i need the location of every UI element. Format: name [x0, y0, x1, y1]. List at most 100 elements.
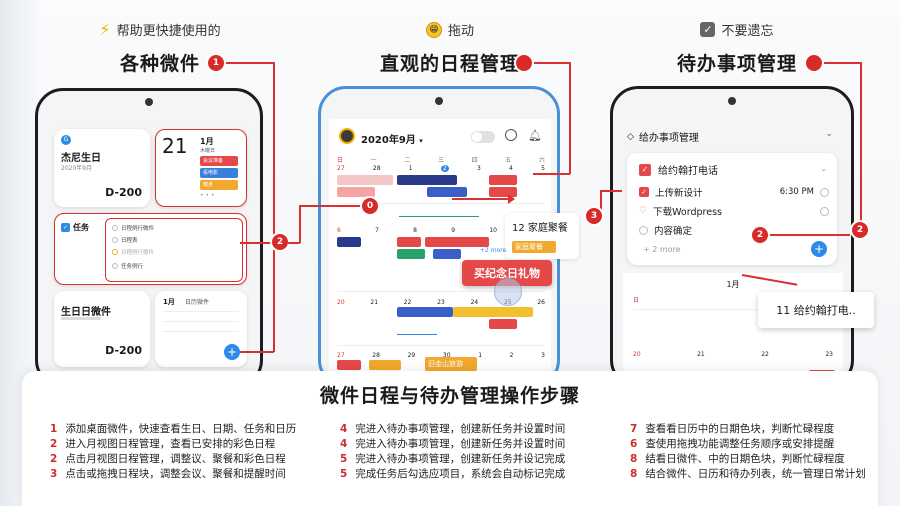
day-cell[interactable]: 27	[337, 352, 345, 359]
day-cell[interactable]: 22	[761, 351, 769, 358]
day-cell[interactable]: 21	[697, 351, 705, 358]
event-bar[interactable]	[397, 175, 457, 185]
day-cell[interactable]: 20	[633, 351, 641, 358]
divider	[163, 321, 239, 322]
todo-item[interactable]: ✓ 上传新设计 6:30 PM	[639, 185, 829, 199]
event-bar[interactable]	[397, 237, 421, 247]
todo-item[interactable]: ♡ 下载Wordpress	[639, 204, 829, 218]
range-line	[399, 216, 479, 217]
avatar[interactable]	[339, 128, 355, 144]
task-item[interactable]: 日程例行微件	[112, 248, 154, 256]
day-cell[interactable]: 23	[437, 299, 445, 306]
day-cell[interactable]: 3	[541, 352, 545, 359]
day-cell[interactable]: 30	[442, 352, 451, 359]
add-button[interactable]: +	[811, 241, 827, 257]
bday-widget-2[interactable]: 生日日微件 D-200	[54, 291, 150, 367]
event-bar[interactable]	[397, 249, 425, 259]
day-cell[interactable]: 7	[375, 227, 379, 234]
date-tag: 看电影	[200, 168, 238, 178]
day-cell[interactable]: 2	[509, 352, 514, 359]
toggle-switch[interactable]	[471, 131, 495, 143]
event-bar[interactable]	[337, 187, 375, 197]
date-tag: 健身	[200, 180, 238, 190]
day-cell[interactable]: 22	[403, 299, 412, 306]
day-cell[interactable]: 26	[537, 299, 545, 306]
step-number: 4	[340, 423, 348, 435]
day-cell[interactable]: 27	[337, 165, 345, 172]
day-cell[interactable]: 1	[408, 165, 413, 172]
event-bar[interactable]	[425, 237, 489, 247]
event-bar[interactable]	[433, 249, 461, 259]
day-cell[interactable]: 29	[407, 352, 416, 359]
add-button[interactable]: +	[224, 344, 240, 360]
more-dots: • • •	[200, 192, 215, 199]
day-cell[interactable]: 1	[478, 352, 483, 359]
drag-arrow	[452, 198, 512, 200]
todo-item-time: 6:30 PM	[779, 187, 814, 197]
day-cell[interactable]: 3	[476, 165, 481, 172]
birthday-widget[interactable]: G 杰尼生日 2020年9月 D-200	[54, 129, 150, 207]
event-bar[interactable]	[337, 360, 361, 370]
chevron-down-icon[interactable]: ⌄	[825, 129, 833, 139]
header-title: 待办事项管理	[676, 53, 797, 75]
event-bar[interactable]	[489, 187, 517, 197]
calendar-widget[interactable]: 1月 日历微件 +	[155, 291, 247, 367]
day-cell[interactable]: 24	[470, 299, 479, 306]
day-cell[interactable]: 8	[413, 227, 417, 234]
event-bar[interactable]	[397, 307, 453, 317]
step-text: 结看日微件、中的日期色块，判断忙碌程度	[645, 453, 845, 465]
event-bar[interactable]	[453, 307, 533, 317]
event-bar[interactable]	[337, 237, 361, 247]
todo-item[interactable]: 内容确定	[639, 223, 692, 237]
day-cell[interactable]: 9	[451, 227, 456, 234]
task-item[interactable]: 日程例行微件	[112, 224, 154, 232]
circle-icon[interactable]	[820, 187, 829, 197]
day-cell[interactable]: 日	[633, 297, 640, 304]
day-cell[interactable]: 28	[372, 165, 381, 172]
event-bar[interactable]	[489, 175, 517, 185]
search-icon[interactable]	[505, 129, 517, 141]
weekday: 五	[505, 157, 512, 164]
step-text: 完成任务后勾选应项目，系统会自动标记完成	[355, 468, 566, 480]
day-cell[interactable]: 4	[509, 165, 513, 172]
task-item[interactable]: 日程表	[112, 236, 138, 244]
floating-event-card[interactable]: 12 家庭聚餐 家庭聚餐	[505, 213, 579, 259]
circle-icon[interactable]	[820, 206, 829, 216]
todo-item-label: 内容确定	[654, 226, 693, 237]
week-row: 27 28 29 30 1 2 3	[337, 352, 545, 359]
day-cell[interactable]: 23	[825, 351, 833, 358]
month-selector[interactable]: 2020年9月 ▾	[361, 131, 423, 146]
day-cell[interactable]: 10	[489, 227, 497, 234]
more-link[interactable]: + 2 more	[643, 245, 681, 254]
task-item[interactable]: 任务例行	[112, 262, 143, 270]
chevron-down-icon[interactable]: ⌄	[820, 164, 827, 173]
date-widget[interactable]: 21 1月 木曜日 会议准备 看电影 健身 • • •	[155, 129, 247, 207]
header-sub: 不要遗忘	[721, 24, 774, 39]
day-cell[interactable]: 21	[370, 299, 379, 306]
event-bar[interactable]	[369, 360, 401, 370]
task-item-label: 日程表	[121, 238, 138, 244]
day-cell-today[interactable]: 2	[440, 165, 449, 172]
day-cell[interactable]: 6	[337, 227, 341, 234]
event-bar[interactable]	[337, 175, 393, 185]
marker-2: 2	[752, 227, 768, 243]
step-number: 2	[50, 438, 58, 450]
more-link[interactable]: +2 more	[480, 247, 507, 254]
event-jinshan[interactable]: 旧金山旅游	[425, 357, 477, 371]
task-widget[interactable]: ✓ 任务 日程例行微件 日程表 日程例行微件 任务例行	[54, 213, 247, 285]
date-month: 1月	[200, 137, 214, 146]
day-cell[interactable]: 5	[541, 165, 545, 172]
todo-main[interactable]: ✓ 给约翰打电话	[639, 162, 718, 177]
day-cell[interactable]: 28	[372, 352, 380, 359]
floating-todo-card[interactable]: 11 给约翰打电..	[758, 292, 874, 328]
bell-icon[interactable]: 🔔︎	[528, 129, 542, 142]
event-bar[interactable]	[427, 187, 467, 197]
marker-2: 2	[272, 234, 288, 250]
day-cell[interactable]: 20	[337, 299, 345, 306]
event-bar[interactable]	[489, 319, 517, 329]
todo-card: ✓ 给约翰打电话 ⌄ ✓ 上传新设计 6:30 PM ♡ 下载Wordpress…	[627, 153, 837, 265]
